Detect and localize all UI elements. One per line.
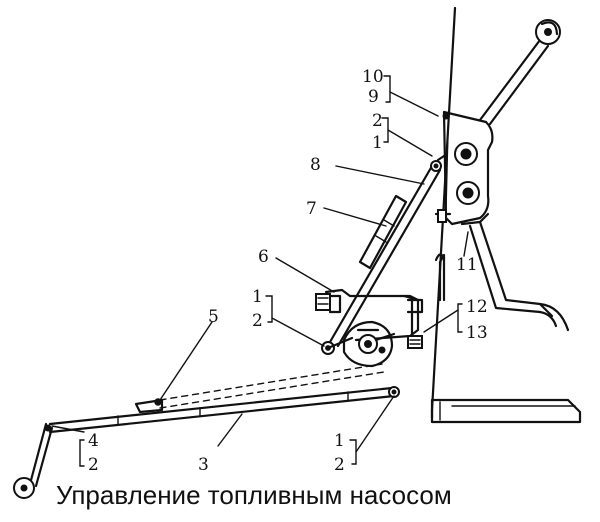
- return-spring: [134, 363, 385, 414]
- callout-1-top: 1: [372, 133, 383, 153]
- callout-5: 5: [208, 307, 219, 327]
- callout-3: 3: [198, 455, 209, 475]
- callout-11: 11: [456, 255, 478, 275]
- leader-lines: [51, 91, 469, 453]
- callout-labels: 10 9 2 1 8 7 6 11 12 13 1 2 5 4 2 3 1 2: [88, 67, 488, 475]
- callout-10: 10: [362, 67, 384, 87]
- control-lever: [478, 19, 561, 126]
- callout-8: 8: [310, 155, 321, 175]
- callout-6: 6: [258, 247, 269, 267]
- callout-13: 13: [466, 323, 488, 343]
- callout-1-mid: 1: [252, 287, 263, 307]
- callout-brackets: [79, 75, 463, 467]
- lower-rod: [48, 386, 400, 434]
- foot-lever: [13, 422, 54, 499]
- callout-2-top: 2: [372, 111, 383, 131]
- callout-12: 12: [466, 297, 488, 317]
- upper-rod: [328, 160, 442, 348]
- callout-2-left: 2: [88, 455, 99, 475]
- callout-2-bottom: 2: [334, 455, 345, 475]
- diagram-caption: Управление топливным насосом: [56, 480, 452, 510]
- callout-2-mid: 2: [252, 311, 263, 331]
- bell-crank: [342, 320, 396, 368]
- pump-housing: [315, 288, 424, 349]
- turnbuckle-tube: [358, 194, 408, 270]
- callout-9: 9: [368, 87, 379, 107]
- callout-1-bottom: 1: [334, 431, 345, 451]
- callout-4: 4: [88, 431, 99, 451]
- lever-bracket: [434, 110, 494, 226]
- floor-plate: [430, 398, 582, 424]
- left-joint: [321, 336, 354, 355]
- callout-7: 7: [306, 199, 317, 219]
- pedal: [460, 212, 570, 332]
